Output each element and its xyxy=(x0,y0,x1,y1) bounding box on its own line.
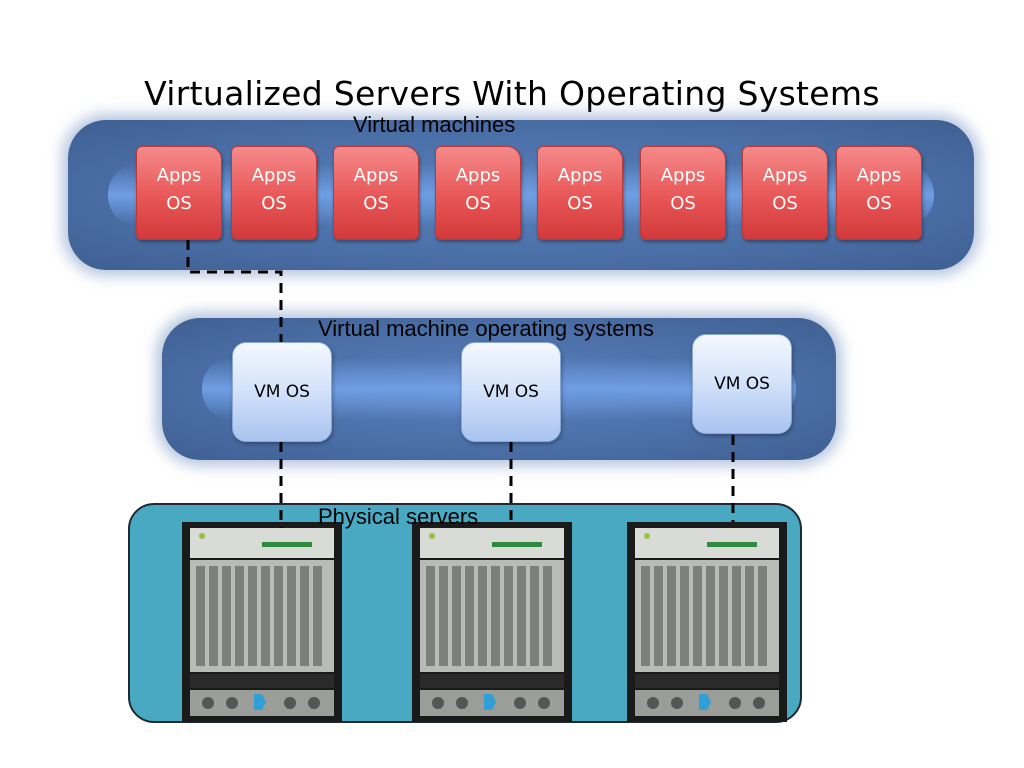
physical-servers-label: Physical servers xyxy=(318,504,479,529)
vm-apps-label: Apps xyxy=(455,165,501,186)
virtual-machine-6: Apps OS xyxy=(640,146,726,240)
rack-server-icon xyxy=(627,522,787,722)
virtual-machine-8: Apps OS xyxy=(836,146,922,240)
vm-apps-label: Apps xyxy=(856,165,902,186)
vm-os-label: OS xyxy=(567,193,593,214)
vm-os-layer-label: Virtual machine operating systems xyxy=(318,316,654,341)
vm-os-label: OS xyxy=(772,193,798,214)
virtual-machine-4: Apps OS xyxy=(435,146,521,240)
vm-apps-label: Apps xyxy=(557,165,603,186)
vm-os-label: OS xyxy=(866,193,892,214)
vm-os-label: OS xyxy=(363,193,389,214)
vm-apps-label: Apps xyxy=(762,165,808,186)
vm-os-box-1: VM OS xyxy=(232,342,332,442)
vm-os-label: OS xyxy=(670,193,696,214)
vm-os-label: OS xyxy=(261,193,287,214)
connector-vm1-to-vmos1 xyxy=(186,240,283,342)
vm-apps-label: Apps xyxy=(353,165,399,186)
vm-os-box-3: VM OS xyxy=(692,334,792,434)
vm-os-box-2: VM OS xyxy=(461,342,561,442)
rack-server-icon xyxy=(412,522,572,722)
virtual-machine-3: Apps OS xyxy=(333,146,419,240)
virtual-machines-label: Virtual machines xyxy=(353,112,516,137)
rack-server-icon xyxy=(182,522,342,722)
vm-apps-label: Apps xyxy=(251,165,297,186)
virtual-machine-7: Apps OS xyxy=(742,146,828,240)
virtual-machine-2: Apps OS xyxy=(231,146,317,240)
virtual-machine-5: Apps OS xyxy=(537,146,623,240)
vm-os-label: OS xyxy=(465,193,491,214)
diagram-title: Virtualized Servers With Operating Syste… xyxy=(144,74,880,113)
virtual-machine-1: Apps OS xyxy=(136,146,222,240)
vm-apps-label: Apps xyxy=(156,165,202,186)
vm-os-label: OS xyxy=(166,193,192,214)
vm-apps-label: Apps xyxy=(660,165,706,186)
